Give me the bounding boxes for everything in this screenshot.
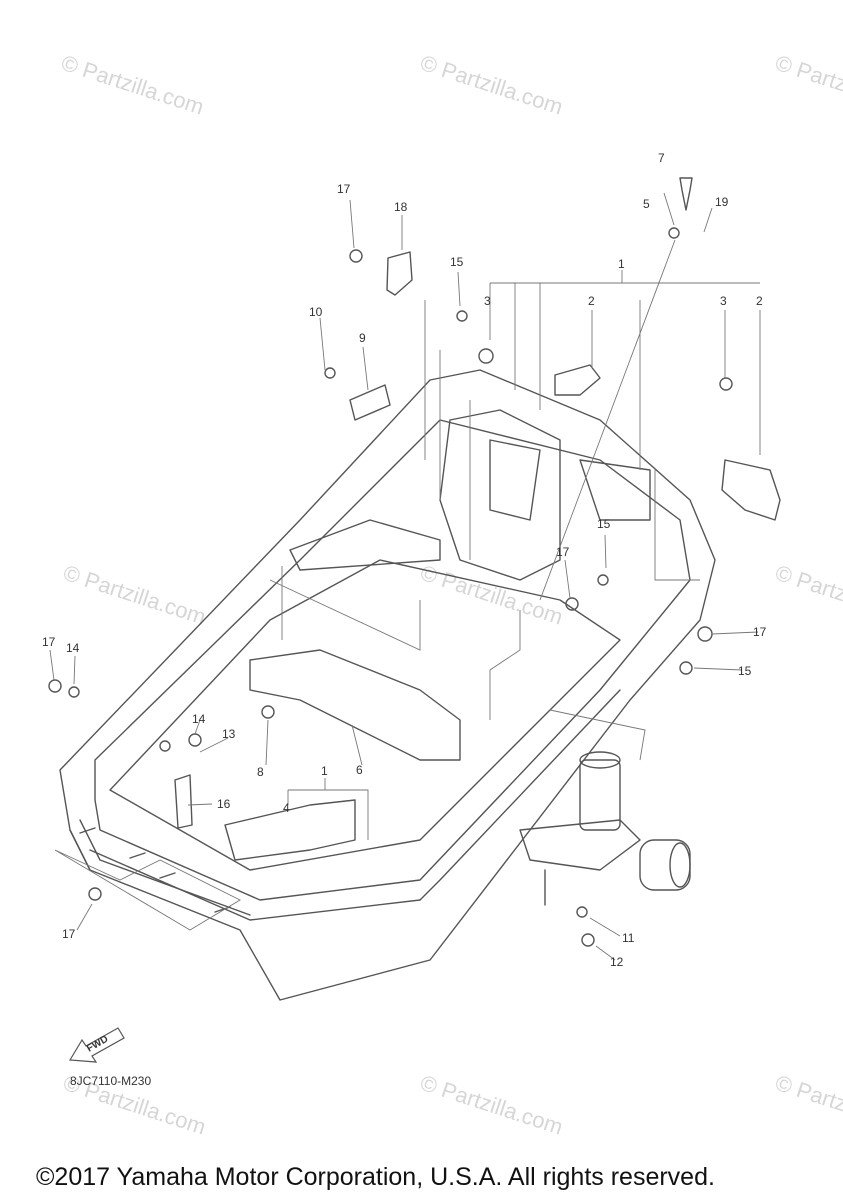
- callout-17: 17: [62, 927, 76, 941]
- callout-8: 8: [257, 765, 264, 779]
- bolt-7: [679, 177, 693, 211]
- callout-15: 15: [738, 664, 752, 678]
- callout-17: 17: [556, 545, 570, 559]
- callout-16: 16: [217, 797, 231, 811]
- bracket-18: [386, 251, 413, 296]
- callout-17: 17: [753, 625, 767, 639]
- callout-4: 4: [283, 801, 290, 815]
- callout-18: 18: [394, 200, 408, 214]
- callout-13: 13: [222, 727, 236, 741]
- hull-floor: [109, 559, 621, 871]
- fwd-arrow-icon: [68, 1027, 125, 1063]
- callout-5: 5: [643, 197, 650, 211]
- callout-10: 10: [309, 305, 323, 319]
- fwd-label: FWD: [85, 1034, 110, 1055]
- steering-unit: [579, 759, 621, 831]
- mat-4: [224, 799, 356, 861]
- hull-frame-inner: [94, 419, 691, 901]
- bracket-9: [349, 384, 391, 421]
- callout-15: 15: [450, 255, 464, 269]
- callout-14: 14: [192, 712, 206, 726]
- callout-19: 19: [715, 195, 729, 209]
- callout-15: 15: [597, 517, 611, 531]
- callout-2: 2: [588, 294, 595, 308]
- callout-1: 1: [618, 257, 625, 271]
- callout-17: 17: [337, 182, 351, 196]
- callout-11: 11: [622, 931, 635, 945]
- copyright-notice: ©2017 Yamaha Motor Corporation, U.S.A. A…: [36, 1163, 715, 1191]
- callout-6: 6: [356, 763, 363, 777]
- clip-16: [174, 774, 193, 829]
- plate-6: [249, 649, 461, 761]
- pad-2-right: [721, 459, 781, 521]
- drawing-code: 8JC7110-M230: [70, 1074, 152, 1088]
- callout-1: 1: [321, 764, 328, 778]
- callout-3: 3: [720, 294, 727, 308]
- callout-14: 14: [66, 641, 80, 655]
- callout-2: 2: [756, 294, 763, 308]
- pad-2-left: [554, 364, 601, 396]
- callout-7: 7: [658, 151, 665, 165]
- hull-frame-outer: [59, 369, 716, 1001]
- center-console: [439, 409, 561, 581]
- callout-3: 3: [484, 294, 491, 308]
- callout-12: 12: [610, 955, 624, 969]
- callout-9: 9: [359, 331, 366, 345]
- callout-17: 17: [42, 635, 56, 649]
